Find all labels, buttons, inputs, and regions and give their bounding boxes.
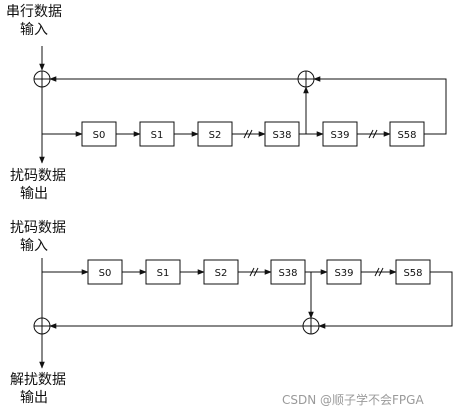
scrambler-xor-right bbox=[297, 70, 315, 88]
scrambler-register-label-s38: S38 bbox=[272, 130, 291, 141]
descrambler-output-label-line1: 解扰数据 bbox=[10, 372, 66, 388]
scrambler-register-label-s2: S2 bbox=[209, 130, 222, 141]
descrambler-register-label-s2: S2 bbox=[215, 268, 228, 279]
scrambler-register-box-s39 bbox=[322, 121, 358, 147]
descrambler-register-box-s39 bbox=[326, 259, 362, 285]
watermark: CSDN @顺子学不会FPGA bbox=[282, 393, 424, 407]
descrambler-xor-left bbox=[33, 317, 51, 335]
descrambler-register-box-s2 bbox=[203, 259, 239, 285]
scrambler-register-label-s0: S0 bbox=[93, 130, 106, 141]
descrambler-register-box-s1 bbox=[145, 259, 181, 285]
descrambler-register-box-s0 bbox=[87, 259, 123, 285]
descrambler-output-label-line2: 输出 bbox=[20, 390, 48, 406]
scrambler-register-box-s38 bbox=[264, 121, 300, 147]
scrambler-xor-left bbox=[33, 70, 51, 88]
descrambler-register-label-s1: S1 bbox=[157, 268, 170, 279]
descrambler-register-box-s38 bbox=[270, 259, 306, 285]
scrambler-register-box-s1 bbox=[139, 121, 175, 147]
descrambler-register-label-s39: S39 bbox=[334, 268, 353, 279]
descrambler-register-label-s0: S0 bbox=[99, 268, 112, 279]
scrambler-input-label-line1: 串行数据 bbox=[6, 4, 62, 20]
descrambler-input-label-line1: 扰码数据 bbox=[10, 220, 66, 236]
scrambler-register-box-s2 bbox=[197, 121, 233, 147]
descrambler-register-label-s38: S38 bbox=[278, 268, 297, 279]
descrambler-register-box-s58 bbox=[395, 259, 431, 285]
scrambler-input-label-line2: 输入 bbox=[20, 22, 48, 38]
descrambler-xor-right bbox=[302, 317, 320, 335]
scrambler-register-label-s39: S39 bbox=[330, 130, 349, 141]
descrambler-input-label-line2: 输入 bbox=[20, 238, 48, 254]
scrambler-register-box-s58 bbox=[389, 121, 425, 147]
scrambler-output-label-line2: 输出 bbox=[20, 186, 48, 202]
scrambler-register-box-s0 bbox=[81, 121, 117, 147]
scrambler-register-label-s1: S1 bbox=[151, 130, 164, 141]
scrambler-output-label-line1: 扰码数据 bbox=[10, 168, 66, 184]
scrambler-register-label-s58: S58 bbox=[397, 130, 416, 141]
descrambler-register-label-s58: S58 bbox=[403, 268, 422, 279]
